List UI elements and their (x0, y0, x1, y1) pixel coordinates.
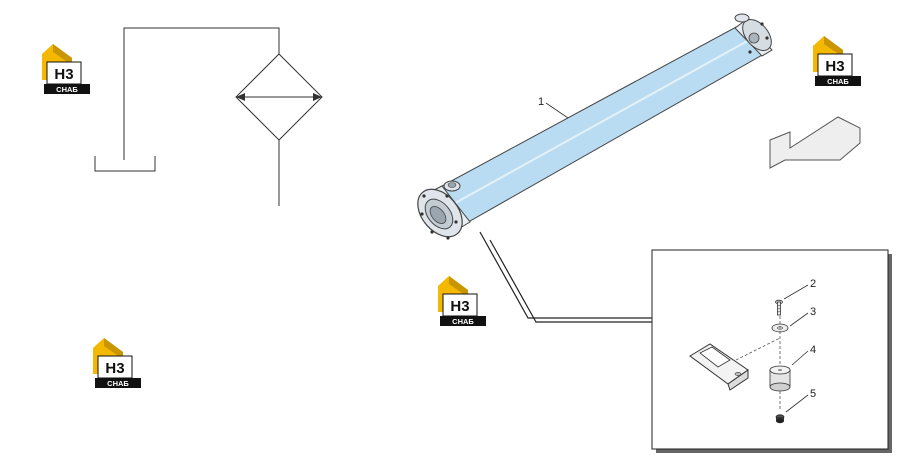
mounting-detail-box: 2 3 4 5 (651, 249, 892, 453)
callout-leader-4 (791, 350, 809, 366)
callout-number-4: 4 (810, 344, 816, 356)
left-end-cap (417, 180, 471, 240)
callout-leader-3 (789, 312, 809, 327)
detail-leader-line-2 (489, 239, 652, 323)
arrow-left-icon (236, 93, 245, 101)
mounting-bracket-part (689, 343, 749, 391)
nz-snab-logo-2: Н3 СНАБ (812, 35, 862, 87)
callout-leader-5 (785, 394, 809, 413)
nz-snab-logo-1: Н3 СНАБ (41, 43, 91, 95)
callout-number-5: 5 (810, 388, 816, 400)
arrow-right-icon (313, 93, 322, 101)
logo-bottom-text: СНАБ (107, 379, 129, 388)
rubber-mount-part (769, 365, 791, 392)
logo-top-text: Н3 (105, 360, 124, 377)
logo-bottom-text: СНАБ (827, 77, 849, 86)
nz-snab-logo-4: Н3 СНАБ (92, 337, 142, 389)
nz-snab-logo-3: Н3 СНАБ (437, 275, 487, 327)
nut-part (775, 414, 785, 424)
return-line (123, 27, 280, 160)
oil-cooler-assembly (417, 13, 773, 240)
logo-top-text: Н3 (825, 58, 844, 75)
logo-bottom-text: СНАБ (452, 317, 474, 326)
callout-leader-2 (783, 284, 809, 300)
detail-box (651, 249, 889, 450)
right-end-cap (734, 13, 773, 57)
callout-number-3: 3 (810, 306, 816, 318)
detail-leader-line-1 (479, 231, 652, 319)
logo-top-text: Н3 (54, 66, 73, 83)
tank-symbol (94, 156, 156, 172)
callout-leader-1 (545, 102, 569, 119)
callout-number-2: 2 (810, 278, 816, 290)
cooler-symbol-icon (94, 27, 323, 206)
callout-number-1: 1 (538, 96, 544, 108)
logo-top-text: Н3 (450, 298, 469, 315)
bolt-part (775, 299, 783, 316)
logo-bottom-text: СНАБ (56, 85, 78, 94)
flow-direction-arrow-icon (769, 116, 861, 169)
